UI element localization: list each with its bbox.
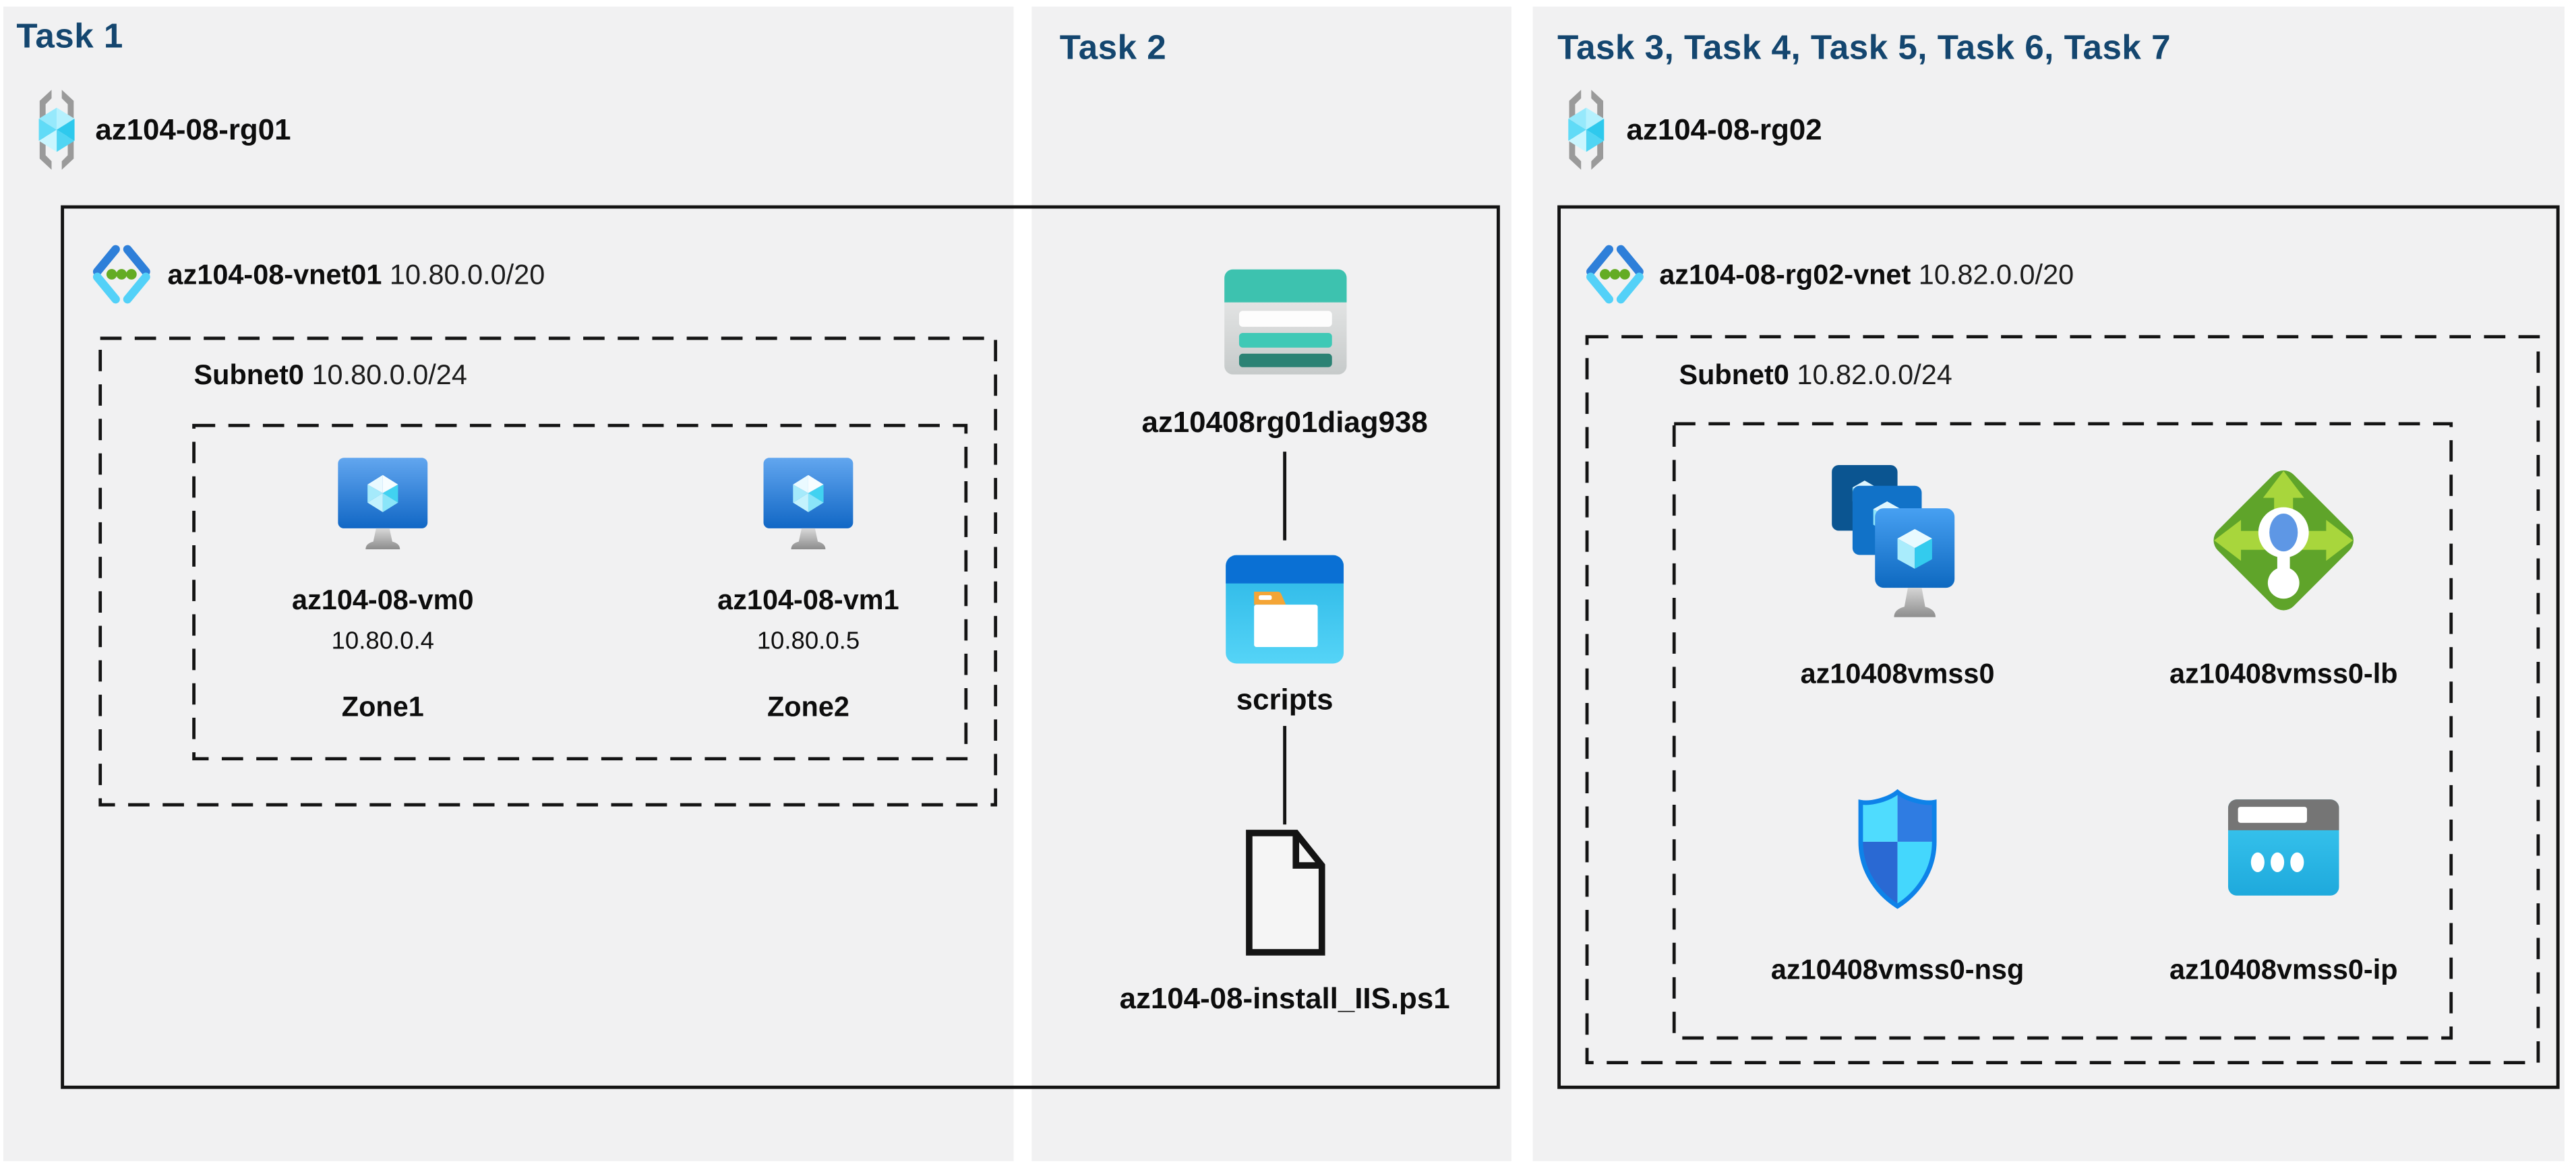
subnet-cidr: 10.80.0.0/24 bbox=[311, 359, 467, 391]
subnet-cidr: 10.82.0.0/24 bbox=[1797, 359, 1952, 391]
subnet-label: Subnet0 10.82.0.0/24 bbox=[1679, 360, 1952, 394]
subnet-dashed-box bbox=[98, 336, 998, 815]
nsg-name: az10408vmss0-nsg bbox=[1770, 954, 2025, 986]
vm-name: az104-08-vm0 bbox=[292, 584, 474, 616]
vm-ip: 10.80.0.4 bbox=[331, 627, 435, 656]
subnet-label: Subnet0 10.80.0.0/24 bbox=[194, 360, 467, 394]
vnet-box-task3 bbox=[1557, 205, 2560, 1089]
resource-group-name: az104-08-rg02 bbox=[1626, 113, 1822, 146]
vnet-name: az104-08-rg02-vnet bbox=[1659, 259, 1911, 291]
subnet-name: Subnet0 bbox=[193, 359, 304, 391]
vmss-icon bbox=[1832, 464, 1955, 617]
connector-line bbox=[1283, 726, 1287, 825]
script-file-icon bbox=[1246, 830, 1325, 956]
task1-heading: Task 1 bbox=[16, 18, 123, 56]
vm-ip: 10.80.0.5 bbox=[756, 627, 860, 656]
vmss-group-dashed-box bbox=[1672, 422, 2453, 1047]
vnet-label: az104-08-rg02-vnet 10.82.0.0/20 bbox=[1659, 259, 2074, 293]
panel-task1 bbox=[3, 6, 1014, 1161]
resource-group-icon bbox=[1568, 90, 1605, 170]
resource-group-icon bbox=[38, 90, 75, 170]
task3-heading: Task 3, Task 4, Task 5, Task 6, Task 7 bbox=[1557, 29, 2171, 67]
task2-heading: Task 2 bbox=[1059, 29, 1167, 67]
script-file-name: az104-08-install_IIS.ps1 bbox=[1119, 982, 1450, 1015]
vnet-icon bbox=[1586, 245, 1644, 304]
public-ip-name: az10408vmss0-ip bbox=[2169, 954, 2398, 986]
load-balancer-icon bbox=[2213, 470, 2354, 611]
subnet-name: Subnet0 bbox=[1679, 359, 1789, 391]
vnet-icon bbox=[92, 245, 150, 304]
container-name: scripts bbox=[1236, 683, 1334, 716]
virtual-machine-icon bbox=[338, 458, 428, 549]
load-balancer-name: az10408vmss0-lb bbox=[2169, 658, 2398, 690]
subnet-dashed-box bbox=[1585, 335, 2540, 1072]
public-ip-icon bbox=[2227, 799, 2339, 896]
virtual-machine-icon bbox=[763, 458, 853, 549]
nsg-icon bbox=[1858, 789, 1937, 909]
vm-zone: Zone1 bbox=[341, 691, 424, 723]
vnet-cidr: 10.80.0.0/20 bbox=[389, 259, 545, 291]
vnet-label: az104-08-vnet01 10.80.0.0/20 bbox=[168, 259, 545, 293]
vnet-box-task1-2 bbox=[61, 205, 1500, 1089]
vm-name: az104-08-vm1 bbox=[717, 584, 899, 616]
storage-account-icon bbox=[1224, 269, 1347, 375]
storage-account-name: az10408rg01diag938 bbox=[1141, 405, 1428, 439]
connector-line bbox=[1283, 452, 1287, 541]
vmss-name: az10408vmss0 bbox=[1800, 658, 1995, 690]
resource-group-name: az104-08-rg01 bbox=[95, 113, 291, 146]
vm-zone: Zone2 bbox=[767, 691, 849, 723]
panel-task3-7 bbox=[1532, 6, 2565, 1161]
vm-group-dashed-box bbox=[192, 423, 968, 769]
blob-container-icon bbox=[1226, 555, 1344, 664]
vnet-name: az104-08-vnet01 bbox=[167, 259, 382, 291]
vnet-cidr: 10.82.0.0/20 bbox=[1918, 259, 2074, 291]
